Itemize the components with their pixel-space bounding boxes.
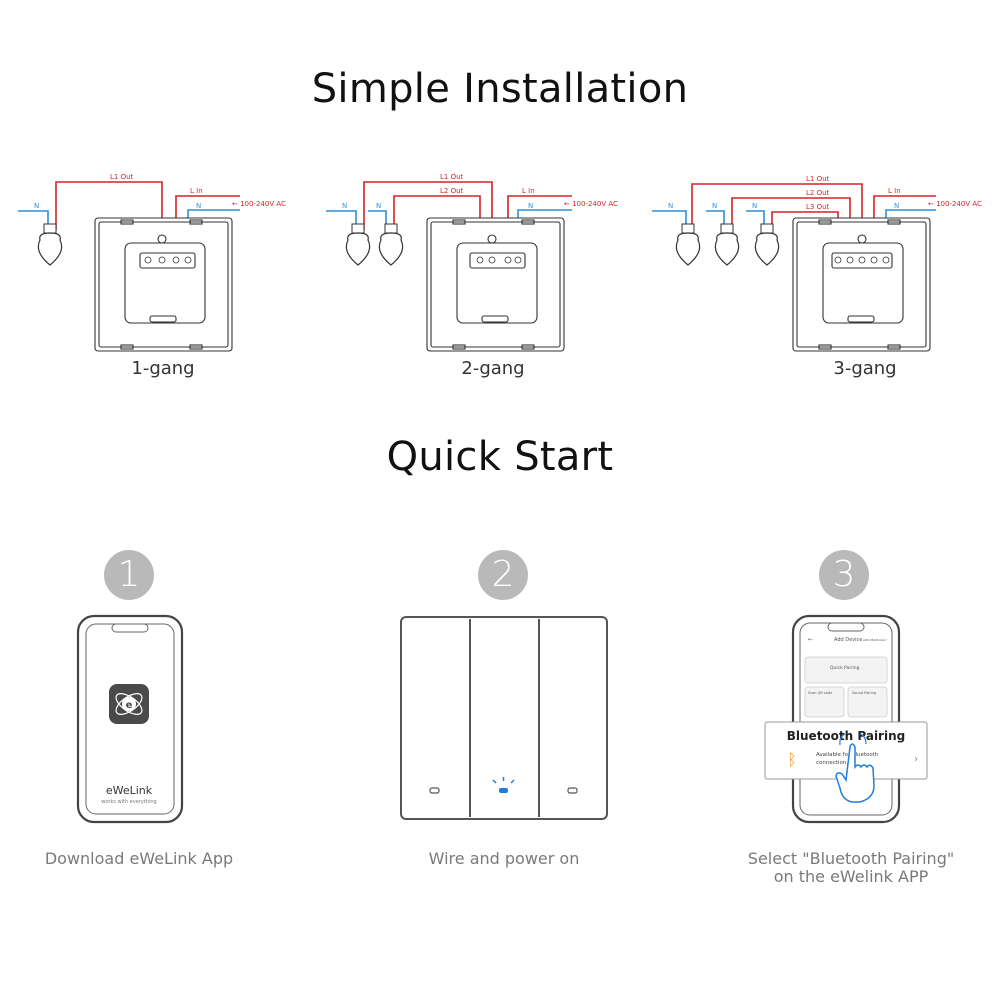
app-tagline: works with everything — [101, 799, 156, 805]
popup-desc-line2: connection. — [816, 760, 848, 766]
label-l1-out: L1 Out — [110, 173, 134, 181]
label-n-switch: N — [894, 202, 899, 210]
label-l3-out: L3 Out — [806, 203, 830, 211]
label-3-gang: 3-gang — [833, 358, 897, 379]
step-2-number: 2 — [478, 550, 528, 600]
supply-label: ← 100-240V AC — [564, 200, 618, 208]
popup-title: Bluetooth Pairing — [787, 729, 905, 743]
diagram-1-gang: N L1 Out L In N ← 100-240V AC — [18, 173, 286, 352]
installation-title: Simple Installation — [311, 66, 689, 112]
label-n-switch: N — [196, 202, 201, 210]
bluetooth-pairing-popup[interactable]: Bluetooth Pairing ᛒ Available for blueto… — [764, 721, 928, 780]
label-1-gang: 1-gang — [131, 358, 195, 379]
bluetooth-icon: ᛒ — [787, 750, 797, 769]
step-1-caption: Download eWeLink App — [44, 849, 234, 868]
switch-back-panel — [94, 217, 233, 352]
step-3-caption-line2: on the eWelink APP — [773, 867, 929, 886]
led-indicator-2-lit — [492, 777, 515, 793]
bulb-icon — [754, 223, 780, 266]
led-indicator-3 — [567, 787, 578, 794]
label-l1-out: L1 Out — [440, 173, 464, 181]
step-1-number: 1 — [104, 550, 154, 600]
led-indicator-1 — [429, 787, 440, 794]
label-l-in: L In — [888, 187, 901, 195]
step-3-caption: Select "Bluetooth Pairing" on the eWelin… — [701, 850, 1000, 886]
terminal-block — [144, 256, 192, 264]
label-n2: N — [376, 202, 381, 210]
wire-n-lamp1 — [652, 210, 687, 230]
scan-qr-card[interactable] — [804, 686, 845, 718]
screen-header: Add Device — [834, 637, 862, 643]
app-name: eWeLink — [106, 784, 153, 797]
svg-text:e: e — [126, 700, 133, 711]
scan-qr-label: Scan QR code — [808, 691, 832, 695]
popup-desc-line1: Available for bluetooth — [816, 752, 879, 758]
chevron-right-icon: › — [914, 754, 918, 765]
wire-n-lamp2 — [368, 210, 387, 230]
hand-pointer-icon — [835, 733, 875, 803]
switch-back-panel — [792, 217, 931, 352]
bulb-icon — [37, 223, 63, 266]
label-n-switch: N — [528, 202, 533, 210]
phone-bluetooth-illustration: ← Add Device ADD MANUALLY Quick Pairing … — [764, 614, 928, 824]
label-l1-out: L1 Out — [806, 175, 830, 183]
phone-ewelink-illustration: e eWeLink works with everything — [76, 614, 184, 824]
label-n1: N — [668, 202, 673, 210]
label-2-gang: 2-gang — [461, 358, 525, 379]
step-3-caption-line1: Select "Bluetooth Pairing" — [747, 849, 955, 868]
bulb-icon — [675, 223, 701, 266]
terminal-block — [476, 256, 522, 264]
sound-pairing-card[interactable] — [847, 686, 888, 718]
ewelink-logo-icon: e — [109, 684, 149, 724]
quick-start-title: Quick Start — [386, 434, 614, 480]
diagram-2-gang: N N L1 Out L2 Out L In N ← 100-240V AC — [326, 173, 618, 352]
sound-pairing-label: Sound Pairing — [852, 691, 876, 695]
switch-back-panel — [426, 217, 565, 352]
bulb-icon — [345, 223, 371, 266]
screen-header-right[interactable]: ADD MANUALLY — [863, 638, 887, 642]
terminal-block — [834, 256, 890, 264]
quick-pairing-label: Quick Pairing — [830, 665, 860, 671]
bulb-icon — [714, 223, 740, 266]
label-n: N — [34, 202, 39, 210]
supply-label: ← 100-240V AC — [928, 200, 982, 208]
label-l-in: L In — [190, 187, 203, 195]
switch-front-illustration — [400, 616, 608, 820]
bulb-icon — [378, 223, 404, 266]
diagram-3-gang: N N N L1 Out L2 Out L3 Out L In N ← 100-… — [652, 175, 982, 352]
supply-label: ← 100-240V AC — [232, 200, 286, 208]
step-2-caption: Wire and power on — [428, 849, 580, 868]
label-l-in: L In — [522, 187, 535, 195]
quick-pairing-card[interactable] — [804, 656, 888, 684]
label-l2-out: L2 Out — [806, 189, 830, 197]
label-n1: N — [342, 202, 347, 210]
step-3-number: 3 — [819, 550, 869, 600]
back-icon[interactable]: ← — [808, 636, 813, 643]
label-n3: N — [752, 202, 757, 210]
label-n2: N — [712, 202, 717, 210]
label-l2-out: L2 Out — [440, 187, 464, 195]
